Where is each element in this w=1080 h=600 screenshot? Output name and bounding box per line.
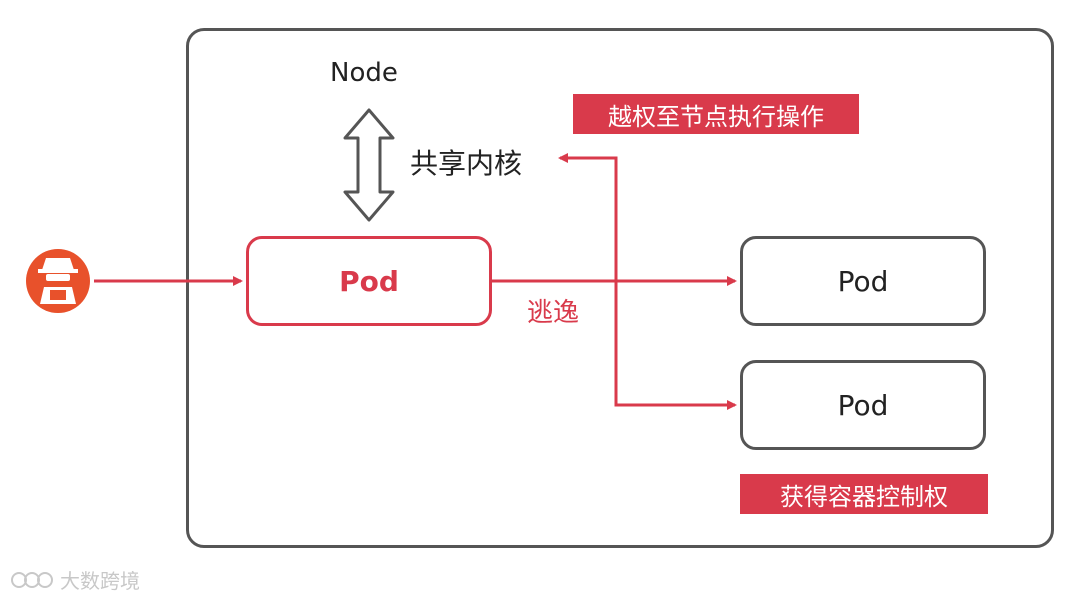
hacker-icon	[26, 249, 90, 313]
control-tag: 获得容器控制权	[740, 474, 988, 514]
lateral-arrow	[614, 281, 737, 410]
node-frame	[186, 28, 1054, 548]
target-pod-1: Pod	[740, 236, 986, 326]
attacker-pod: Pod	[246, 236, 492, 326]
escalate-tag: 越权至节点执行操作	[573, 94, 859, 134]
target-pod-2: Pod	[740, 360, 986, 450]
logo-icon	[11, 571, 53, 588]
watermark-text: 大数跨境	[60, 569, 140, 593]
kernel-label: 共享内核	[410, 147, 523, 180]
escape-label: 逃逸	[527, 298, 580, 328]
double-arrow-icon	[343, 108, 395, 222]
escalation-arrow	[558, 153, 618, 281]
node-label: Node	[330, 58, 398, 88]
watermark: 大数跨境	[10, 565, 140, 594]
